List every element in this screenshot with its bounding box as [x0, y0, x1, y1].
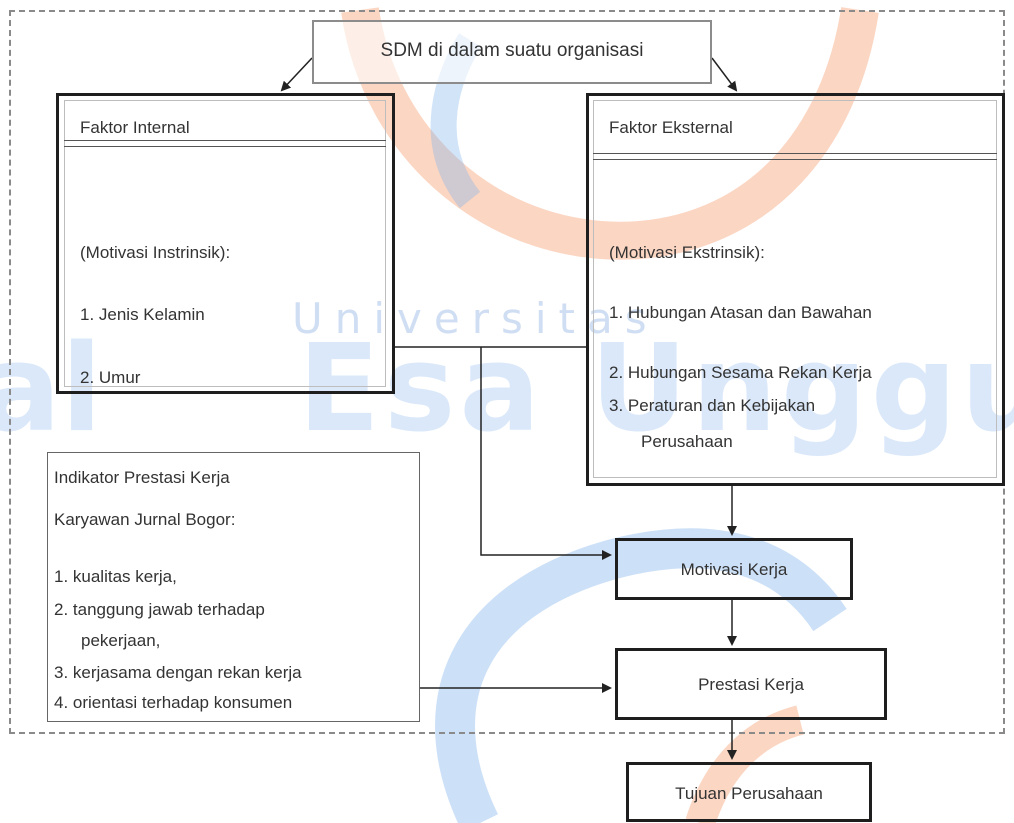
indikator-item: 4. orientasi terhadap konsumen [54, 693, 293, 712]
prestasi-kerja-label: Prestasi Kerja [698, 675, 804, 694]
indikator-item-continuation: pekerjaan, [81, 631, 161, 650]
indikator-item: 1. kualitas kerja, [54, 567, 177, 586]
arrow-top-to-external [711, 57, 738, 92]
internal-title: Faktor Internal [80, 118, 190, 137]
indikator-title: Indikator Prestasi Kerja [54, 468, 230, 487]
external-factor-box [586, 93, 1005, 486]
internal-title-divider-2 [64, 146, 386, 147]
tujuan-perusahaan-node: Tujuan Perusahaan [626, 762, 872, 822]
prestasi-kerja-node: Prestasi Kerja [615, 648, 887, 720]
sdm-node: SDM di dalam suatu organisasi [312, 20, 712, 84]
indikator-item: 3. kerjasama dengan rekan kerja [54, 663, 302, 682]
internal-subtitle: (Motivasi Instrinsik): [80, 243, 231, 262]
motivasi-kerja-label: Motivasi Kerja [680, 560, 788, 579]
internal-item-clip: 2. Umur [64, 365, 386, 386]
watermark-orange-arc [341, 7, 879, 260]
external-item: 2. Hubungan Sesama Rekan Kerja [609, 363, 872, 382]
external-title: Faktor Eksternal [609, 118, 733, 137]
arrow-factors-to-motivasi [480, 347, 612, 560]
arrow-top-to-internal [280, 57, 313, 92]
motivasi-kerja-node: Motivasi Kerja [615, 538, 853, 600]
watermark-orange-arc-bottom [685, 705, 805, 823]
external-item: 1. Hubungan Atasan dan Bawahan [609, 303, 872, 322]
indikator-title: Karyawan Jurnal Bogor: [54, 510, 236, 529]
internal-factor-inner-frame [64, 100, 386, 387]
sdm-node-label: SDM di dalam suatu organisasi [380, 40, 644, 61]
indikator-box [47, 452, 420, 722]
internal-item: 1. Jenis Kelamin [80, 305, 205, 324]
watermark-text-left: al [0, 320, 103, 459]
internal-item: 2. Umur [80, 368, 141, 386]
internal-title-divider-1 [64, 140, 386, 141]
watermark-text-esa-unggul: Esa Unggul [298, 320, 1014, 459]
indikator-item: 2. tanggung jawab terhadap [54, 600, 265, 619]
external-factor-inner-frame [593, 100, 997, 478]
external-item-continuation: Perusahaan [641, 432, 733, 451]
tujuan-perusahaan-label: Tujuan Perusahaan [675, 784, 823, 803]
watermark-blue-arc-bottom [435, 528, 847, 823]
external-title-divider-2 [593, 159, 997, 160]
external-item: 3. Peraturan dan Kebijakan [609, 396, 816, 415]
external-title-divider-1 [593, 153, 997, 154]
external-subtitle: (Motivasi Ekstrinsik): [609, 243, 765, 262]
internal-factor-box [56, 93, 395, 394]
